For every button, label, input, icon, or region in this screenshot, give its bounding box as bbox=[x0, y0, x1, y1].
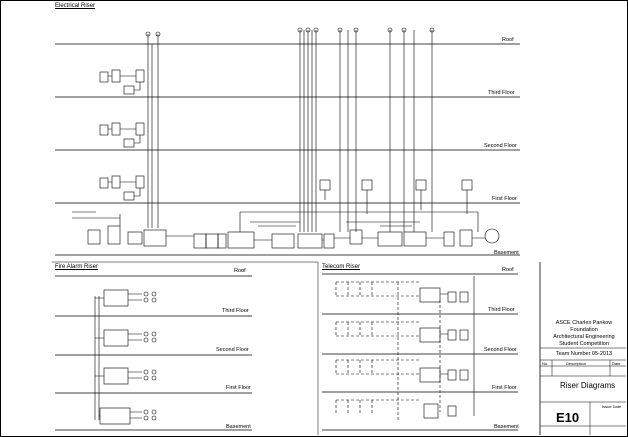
issue-date-label: Issue Date bbox=[602, 404, 622, 409]
telecom-floor-lines bbox=[322, 273, 518, 431]
electrical-riser-title: Electrical Riser bbox=[55, 3, 96, 9]
revision-date-header: Date bbox=[612, 361, 621, 366]
electrical-third-floor-label: Third Floor bbox=[488, 90, 515, 96]
fire-alarm-riser-title: Fire Alarm Riser bbox=[55, 264, 99, 270]
fire-alarm-second-floor-label: Second Floor bbox=[216, 347, 249, 353]
floor-panels-left bbox=[99, 69, 145, 201]
floor-panels-right bbox=[319, 179, 473, 214]
roof-devices bbox=[145, 27, 435, 37]
telecom-basement-label: Basement bbox=[494, 424, 519, 430]
telecom-second-floor-label: Second Floor bbox=[484, 347, 517, 353]
electrical-floor-lines bbox=[55, 43, 520, 256]
electrical-roof-label: Roof bbox=[502, 37, 514, 43]
team-number: Team Number 05-2013 bbox=[555, 351, 613, 357]
electrical-second-floor-label: Second Floor bbox=[484, 143, 517, 149]
electrical-first-floor-label: First Floor bbox=[492, 196, 517, 202]
sheet-number: E10 bbox=[556, 410, 580, 425]
revision-no-header: No. bbox=[542, 361, 549, 366]
revision-description-header: Description bbox=[566, 361, 587, 366]
telecom-devices bbox=[335, 281, 441, 420]
competition-block: ASCE Charles Pankow Foundation Architect… bbox=[542, 320, 626, 348]
fire-alarm-basement-label: Basement bbox=[226, 424, 251, 430]
telecom-roof-label: Roof bbox=[502, 267, 514, 273]
fire-alarm-floor-lines bbox=[55, 275, 252, 431]
fire-alarm-devices bbox=[94, 289, 157, 425]
competition-line-1: ASCE Charles Pankow Foundation bbox=[555, 320, 613, 333]
fire-alarm-roof-label: Roof bbox=[234, 268, 246, 274]
telecom-first-floor-label: First Floor bbox=[492, 385, 517, 391]
electrical-basement-label: Basement bbox=[494, 250, 519, 256]
telecom-equipment bbox=[419, 276, 475, 419]
electrical-risers bbox=[147, 30, 433, 232]
sheet-title: Riser Diagrams bbox=[560, 381, 616, 390]
telecom-riser-title: Telecom Riser bbox=[322, 264, 361, 270]
competition-line-2: Architectural Engineering bbox=[553, 334, 615, 340]
competition-line-3: Student Competition bbox=[559, 341, 609, 347]
fire-alarm-first-floor-label: First Floor bbox=[226, 385, 251, 391]
title-block-lines bbox=[540, 347, 626, 435]
fire-alarm-third-floor-label: Third Floor bbox=[222, 308, 249, 314]
telecom-third-floor-label: Third Floor bbox=[488, 307, 515, 313]
basement-equipment bbox=[72, 211, 500, 249]
